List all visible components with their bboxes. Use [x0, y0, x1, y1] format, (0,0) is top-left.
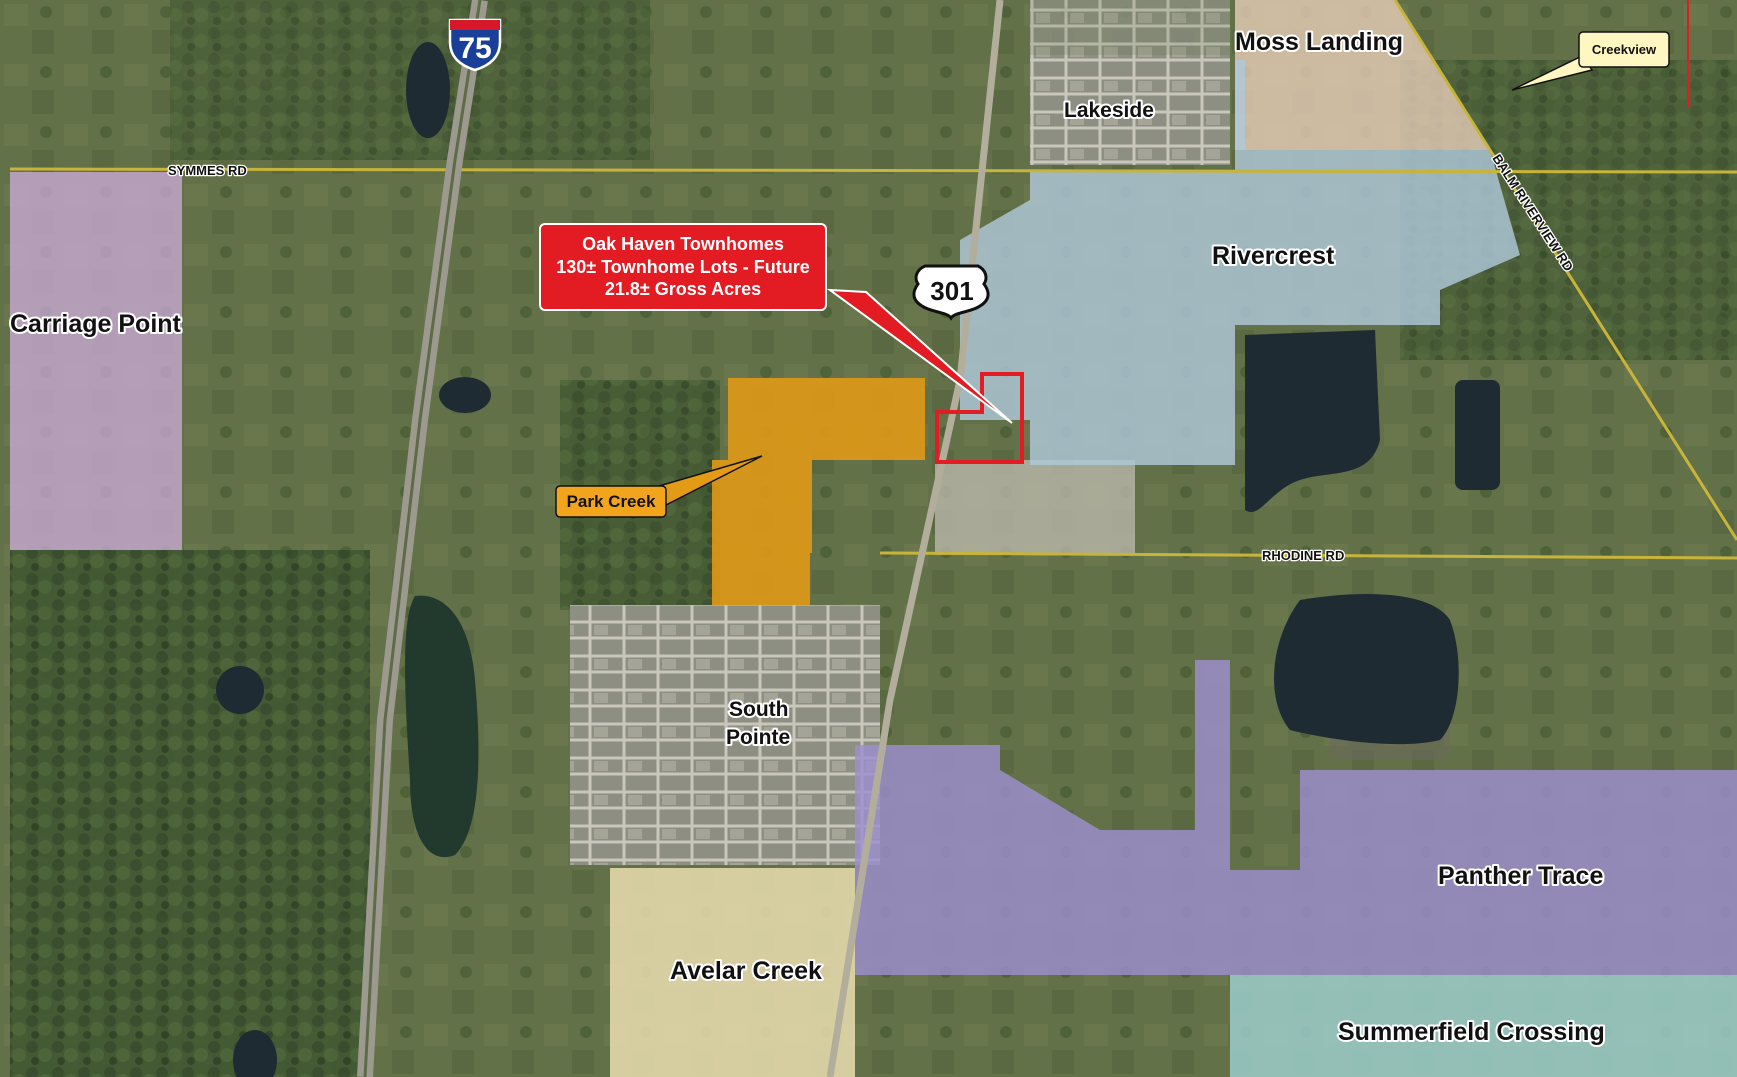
pond-north — [406, 42, 450, 138]
pond-west — [439, 377, 491, 413]
symmes-road-label: SYMMES RD — [168, 163, 247, 178]
lake-south-west — [405, 595, 479, 858]
lakeside-subdivision — [1030, 55, 1230, 165]
south-pointe-label-line1: South — [729, 698, 788, 721]
lakeside-label: Lakeside — [1064, 99, 1154, 122]
south-pointe-subdivision — [570, 605, 880, 865]
park-creek-overlay — [712, 378, 925, 605]
carriage-point-overlay — [10, 172, 182, 550]
i-75-median — [363, 0, 482, 1077]
creekview-tag: Creekview — [1511, 31, 1670, 91]
south-pointe-label-line2: Pointe — [726, 726, 790, 749]
rivercrest-label: Rivercrest — [1212, 242, 1335, 270]
oak-haven-callout-title: Oak Haven Townhomes — [582, 234, 784, 254]
oak-haven-callout-lots: 130± Townhome Lots - Future — [556, 257, 810, 277]
lake-rivercrest-east — [1245, 330, 1380, 513]
park-creek-tag-label: Park Creek — [567, 492, 656, 511]
park-creek-tag-box — [555, 485, 667, 518]
lake-south-central — [1273, 594, 1459, 745]
oak-haven-site-outline — [935, 372, 1024, 464]
industrial-area — [935, 460, 1135, 555]
moss-landing-overlay — [1235, 0, 1490, 150]
i-75-shield: 75 — [448, 18, 502, 72]
summerfield-crossing-label: Summerfield Crossing — [1338, 1018, 1605, 1046]
i-75-shield-number: 75 — [458, 32, 491, 65]
pond-south-west — [233, 1030, 277, 1077]
us-301-highway — [826, 0, 1004, 1077]
us-301-shield-number: 301 — [930, 276, 973, 306]
rhodine-road-label: RHODINE RD — [1262, 548, 1344, 563]
oak-haven-callout-pointer — [826, 288, 1013, 424]
rivercrest-overlay — [960, 60, 1520, 465]
oak-haven-callout-box — [539, 223, 827, 311]
forest-area-west — [10, 550, 370, 1077]
balm-riverview-road-line — [1393, 0, 1737, 541]
pond-east — [1455, 380, 1500, 490]
moss-landing-label: Moss Landing — [1235, 28, 1403, 56]
park-creek-tag: Park Creek — [555, 455, 763, 518]
oak-haven-callout-acres: 21.8± Gross Acres — [605, 279, 761, 299]
pond-small-west — [216, 666, 264, 714]
carriage-point-label: Carriage Point — [10, 310, 182, 338]
symmes-road-line — [9, 167, 1737, 174]
creekview-tag-label: Creekview — [1592, 42, 1657, 57]
us-301-shield: 301 — [912, 264, 990, 321]
creekview-tag-box — [1578, 31, 1670, 68]
panther-trace-label: Panther Trace — [1438, 862, 1603, 890]
subdivision-north — [1030, 0, 1230, 55]
avelar-creek-overlay — [610, 868, 855, 1077]
avelar-creek-label: Avelar Creek — [670, 957, 822, 985]
rhodine-road-line — [879, 551, 1737, 560]
summerfield-crossing-overlay — [1230, 975, 1737, 1077]
oak-haven-callout: Oak Haven Townhomes 130± Townhome Lots -… — [539, 223, 1013, 424]
panther-trace-overlay — [855, 660, 1737, 975]
